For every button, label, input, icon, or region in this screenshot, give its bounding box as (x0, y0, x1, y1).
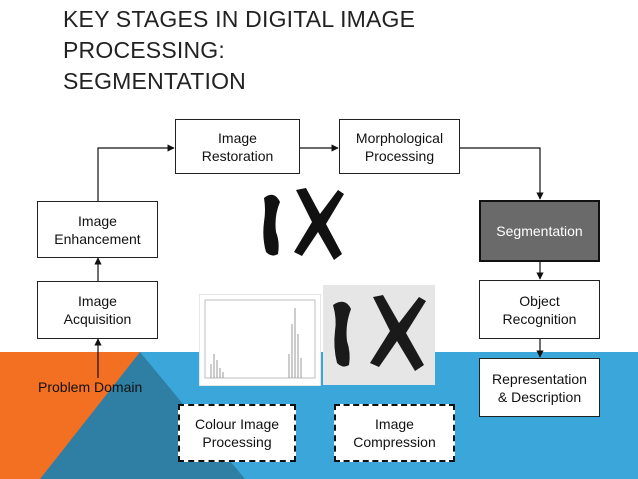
representation-description-box[interactable]: Representation & Description (479, 358, 600, 417)
image-enhancement-box[interactable]: Image Enhancement (37, 201, 158, 258)
morphological-processing-label: Morphological Processing (355, 129, 444, 164)
arrow-enhancement-to-restoration (97, 144, 175, 201)
title-line-2: PROCESSING: (63, 37, 225, 63)
problem-domain-label: Problem Domain (38, 379, 143, 395)
image-restoration-label: Image Restoration (201, 129, 274, 164)
segmentation-label: Segmentation (496, 223, 583, 239)
histogram-image (199, 294, 321, 386)
orange-band (0, 352, 140, 479)
image-compression-box[interactable]: Image Compression (334, 404, 455, 462)
segmented-object-image (250, 180, 346, 284)
object-recognition-label: Object Recognition (502, 292, 577, 327)
colour-image-processing-box[interactable]: Colour Image Processing (178, 404, 296, 462)
image-acquisition-box[interactable]: Image Acquisition (37, 281, 158, 339)
segmentation-box[interactable]: Segmentation (479, 200, 600, 262)
image-compression-label: Image Compression (353, 416, 436, 450)
original-object-image (323, 285, 435, 385)
image-restoration-box[interactable]: Image Restoration (175, 119, 300, 174)
image-enhancement-label: Image Enhancement (54, 212, 141, 247)
slide-title: KEY STAGES IN DIGITAL IMAGE PROCESSING: … (63, 4, 415, 97)
morphological-processing-box[interactable]: Morphological Processing (339, 119, 460, 174)
colour-image-processing-label: Colour Image Processing (194, 416, 280, 450)
representation-description-label: Representation & Description (492, 370, 587, 405)
arrow-morphological-to-segmentation (460, 147, 544, 200)
object-recognition-box[interactable]: Object Recognition (479, 280, 600, 339)
title-line-3: SEGMENTATION (63, 68, 246, 94)
image-acquisition-label: Image Acquisition (63, 293, 132, 327)
title-line-1: KEY STAGES IN DIGITAL IMAGE (63, 6, 416, 32)
